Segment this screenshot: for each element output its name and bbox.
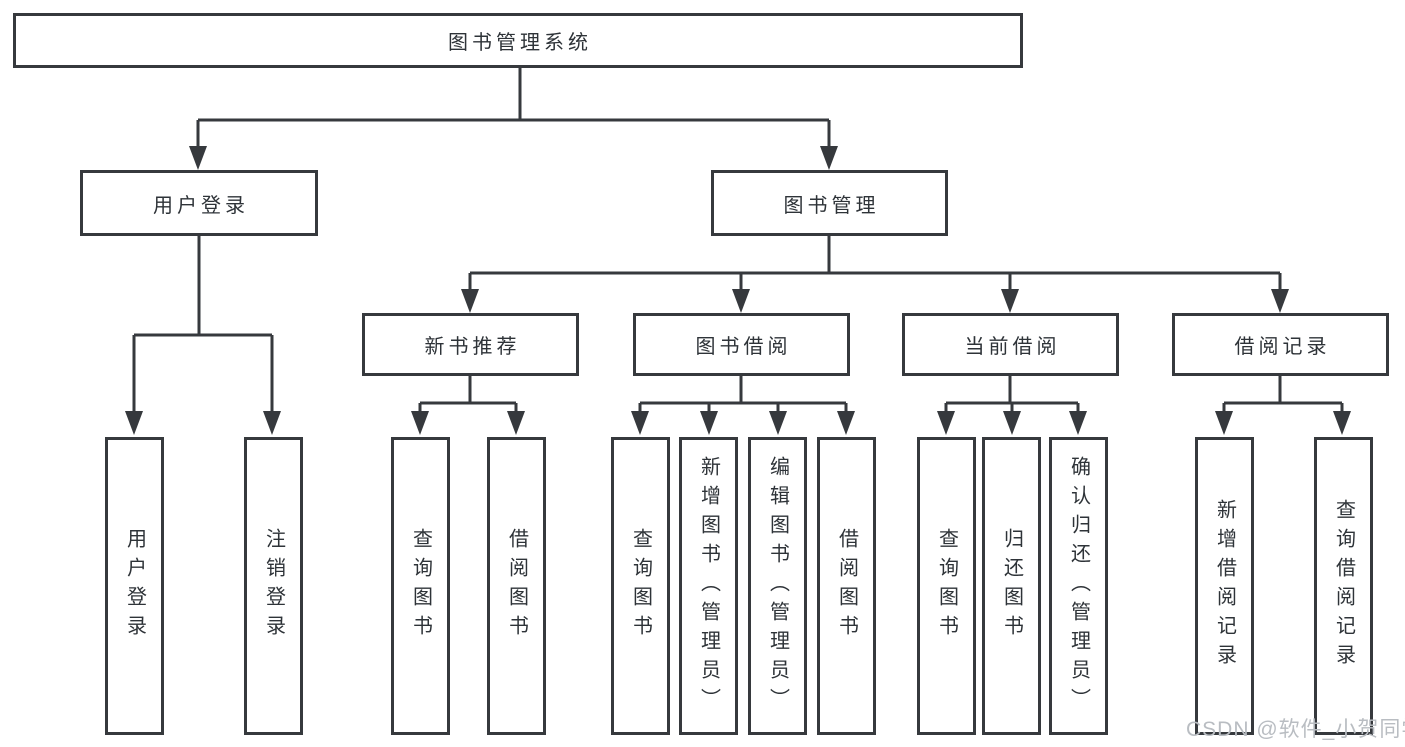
leaf-label: 确认归还（管理员） (1067, 455, 1090, 717)
node-new-book-recommend: 新书推荐 (362, 313, 579, 376)
leaf-query-borrow-record: 查询借阅记录 (1314, 437, 1373, 735)
leaf-return-books: 归还图书 (982, 437, 1041, 735)
leaf-query-books-borrow: 查询图书 (611, 437, 670, 735)
leaf-label: 归还图书 (1000, 528, 1023, 644)
leaf-label: 新增图书（管理员） (697, 455, 720, 717)
node-book-management: 图书管理 (711, 170, 948, 236)
node-label: 借阅记录 (1234, 336, 1331, 358)
leaf-label: 编辑图书（管理员） (766, 455, 789, 717)
node-label: 当前借阅 (964, 336, 1061, 358)
leaf-label: 查询图书 (629, 528, 652, 644)
leaf-label: 查询图书 (409, 528, 432, 644)
leaf-label: 查询图书 (935, 528, 958, 644)
leaf-borrow-books-recommend: 借阅图书 (487, 437, 546, 735)
node-borrow-records: 借阅记录 (1172, 313, 1389, 376)
leaf-user-login: 用户登录 (105, 437, 164, 735)
leaf-label: 用户登录 (123, 528, 146, 644)
leaf-add-books-admin: 新增图书（管理员） (679, 437, 738, 735)
node-book-borrow: 图书借阅 (633, 313, 850, 376)
node-label: 新书推荐 (424, 336, 521, 358)
node-library-management-system: 图书管理系统 (13, 13, 1023, 68)
leaf-add-borrow-record: 新增借阅记录 (1195, 437, 1254, 735)
node-label: 图书管理 (783, 194, 880, 217)
leaf-label: 查询借阅记录 (1332, 499, 1355, 673)
leaf-label: 新增借阅记录 (1213, 499, 1236, 673)
node-user-login: 用户登录 (80, 170, 318, 236)
node-current-borrow: 当前借阅 (902, 313, 1119, 376)
csdn-watermark: CSDN @软件_小贺同学 (1186, 718, 1405, 741)
leaf-label: 借阅图书 (835, 528, 858, 644)
leaf-label: 注销登录 (262, 528, 285, 644)
arrowheads (125, 146, 1351, 435)
leaf-confirm-return-admin: 确认归还（管理员） (1049, 437, 1108, 735)
node-label: 用户登录 (153, 194, 249, 217)
leaf-label: 借阅图书 (505, 528, 528, 644)
node-label: 图书借阅 (695, 336, 792, 358)
leaf-edit-books-admin: 编辑图书（管理员） (748, 437, 807, 735)
leaf-borrow-books: 借阅图书 (817, 437, 876, 735)
leaf-logout: 注销登录 (244, 437, 303, 735)
leaf-query-books-current: 查询图书 (917, 437, 976, 735)
leaf-query-books-recommend: 查询图书 (391, 437, 450, 735)
node-label: 图书管理系统 (448, 32, 592, 54)
